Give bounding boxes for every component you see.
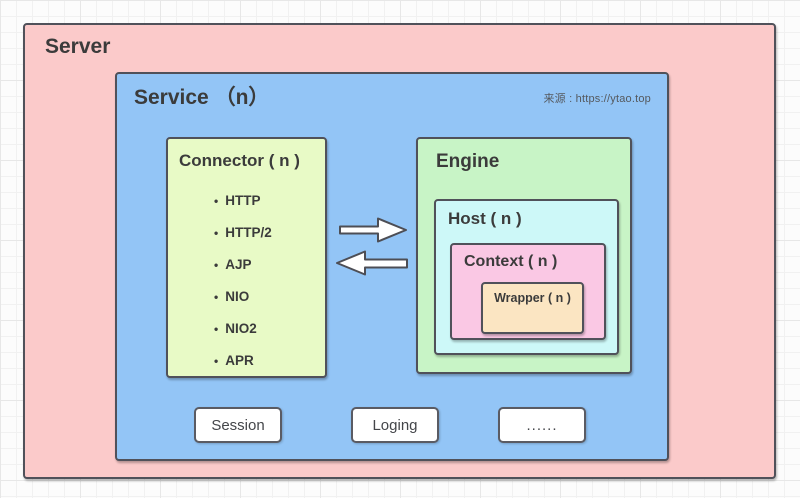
source-watermark: 来源 : https://ytao.top <box>543 93 651 105</box>
engine-box: Engine Host ( n ) Context ( n ) Wrapper … <box>416 137 632 374</box>
server-label: Server <box>45 35 111 58</box>
engine-label: Engine <box>436 151 500 172</box>
protocol-item-http2: HTTP/2 <box>214 217 272 249</box>
session-box: Session <box>194 407 282 443</box>
wrapper-label: Wrapper ( n ) <box>494 291 571 305</box>
protocol-item-http: HTTP <box>214 185 272 217</box>
protocol-item-apr: APR <box>214 345 272 377</box>
session-label: Session <box>211 416 265 434</box>
loging-label: Loging <box>372 416 418 434</box>
protocol-item-nio: NIO <box>214 281 272 313</box>
protocol-list: HTTP HTTP/2 AJP NIO NIO2 APR <box>214 185 272 377</box>
host-label: Host ( n ) <box>448 209 522 228</box>
loging-box: Loging <box>351 407 439 443</box>
service-box: Service （n） 来源 : https://ytao.top Connec… <box>115 72 669 461</box>
context-box: Context ( n ) Wrapper ( n ) <box>450 243 606 340</box>
context-label: Context ( n ) <box>464 253 558 270</box>
host-box: Host ( n ) Context ( n ) Wrapper ( n ) <box>434 199 619 355</box>
server-box: Server Service （n） 来源 : https://ytao.top… <box>23 23 776 479</box>
wrapper-box: Wrapper ( n ) <box>481 282 584 334</box>
left-arrow-icon <box>336 250 408 276</box>
connector-label: Connector ( n ) <box>179 151 300 170</box>
connector-box: Connector ( n ) HTTP HTTP/2 AJP NIO NIO2… <box>166 137 327 378</box>
ellipsis-label: ...... <box>526 416 558 434</box>
protocol-item-ajp: AJP <box>214 249 272 281</box>
bidirectional-arrows <box>336 217 408 276</box>
ellipsis-box: ...... <box>498 407 586 443</box>
service-label: Service （n） <box>134 86 270 109</box>
right-arrow-icon <box>339 217 407 243</box>
protocol-item-nio2: NIO2 <box>214 313 272 345</box>
